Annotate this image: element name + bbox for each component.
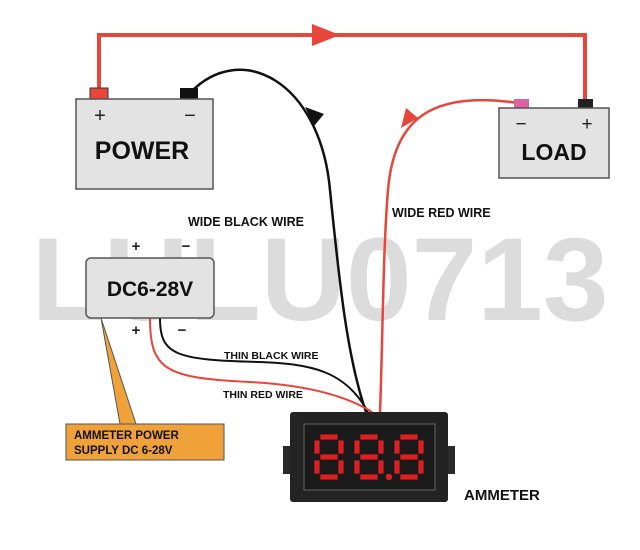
display-segment (417, 439, 425, 455)
load-label: LOAD (521, 139, 586, 165)
thin-black-wire (159, 317, 369, 413)
display-segment (319, 433, 339, 441)
wide-black-wire-arrow (305, 107, 324, 126)
display-segment (377, 459, 385, 475)
power-label: POWER (95, 137, 189, 165)
display-segment (337, 439, 345, 455)
display-segment (393, 459, 401, 475)
display-segment (377, 439, 385, 455)
dc-module: + − DC6-28V + − (85, 238, 215, 339)
ammeter: AMMETER (283, 412, 540, 504)
ammeter-label: AMMETER (464, 487, 540, 504)
display-segment (337, 459, 345, 475)
wide-black-wire-label: WIDE BLACK WIRE (188, 215, 304, 229)
load-terminal-positive (578, 99, 593, 109)
display-segment (353, 459, 361, 475)
display-segment (393, 439, 401, 455)
thin-red-wire (149, 317, 373, 413)
callout-line-2: SUPPLY DC 6-28V (74, 445, 173, 457)
load-box (498, 107, 610, 179)
load-terminal-negative (514, 99, 529, 109)
dc-module-minus-bottom: − (178, 322, 187, 339)
power-terminal-negative (180, 88, 198, 99)
ammeter-side-tab-right (445, 446, 455, 474)
thin-black-wire-label: THIN BLACK WIRE (224, 350, 319, 362)
display-segment (359, 473, 379, 481)
display-segment (417, 459, 425, 475)
main-red-wire (97, 33, 587, 108)
callout-line-1: AMMETER POWER (74, 430, 179, 442)
thin-red-wire-label: THIN RED WIRE (223, 389, 303, 401)
dc-module-plus-top: + (132, 238, 141, 255)
dc-module-label: DC6-28V (107, 278, 193, 301)
power-minus-sign: − (184, 105, 196, 127)
display-segment (399, 453, 419, 461)
dc-module-plus-bottom: + (132, 322, 141, 339)
display-segment (399, 473, 419, 481)
display-segment (359, 453, 379, 461)
display-segment (319, 473, 339, 481)
display-segment (313, 439, 321, 455)
display-segment (399, 433, 419, 441)
display-segment (313, 459, 321, 475)
ammeter-side-tab-left (283, 446, 293, 474)
callout-box (65, 423, 225, 461)
power-box (75, 98, 214, 190)
display-segment (359, 433, 379, 441)
power-terminal-positive (89, 87, 109, 100)
display-segment (353, 439, 361, 455)
ammeter-display-digits (313, 433, 425, 481)
dc-module-minus-top: − (182, 238, 191, 255)
wide-red-wire-label: WIDE RED WIRE (392, 206, 491, 220)
load-plus-sign: + (581, 114, 592, 135)
wide-black-wire (189, 68, 368, 413)
load-minus-sign: − (515, 114, 526, 135)
dc-module-box (85, 257, 215, 319)
wide-red-wire-arrow (401, 108, 418, 128)
power-plus-sign: + (94, 105, 106, 127)
display-decimal-point (385, 473, 393, 481)
wide-red-wire (378, 98, 519, 413)
display-segment (319, 453, 339, 461)
top-wire-arrow (312, 24, 340, 46)
ammeter-power-callout: AMMETER POWER SUPPLY DC 6-28V (65, 317, 225, 461)
load: − + LOAD (498, 99, 610, 179)
power-supply: + − POWER (75, 87, 214, 190)
